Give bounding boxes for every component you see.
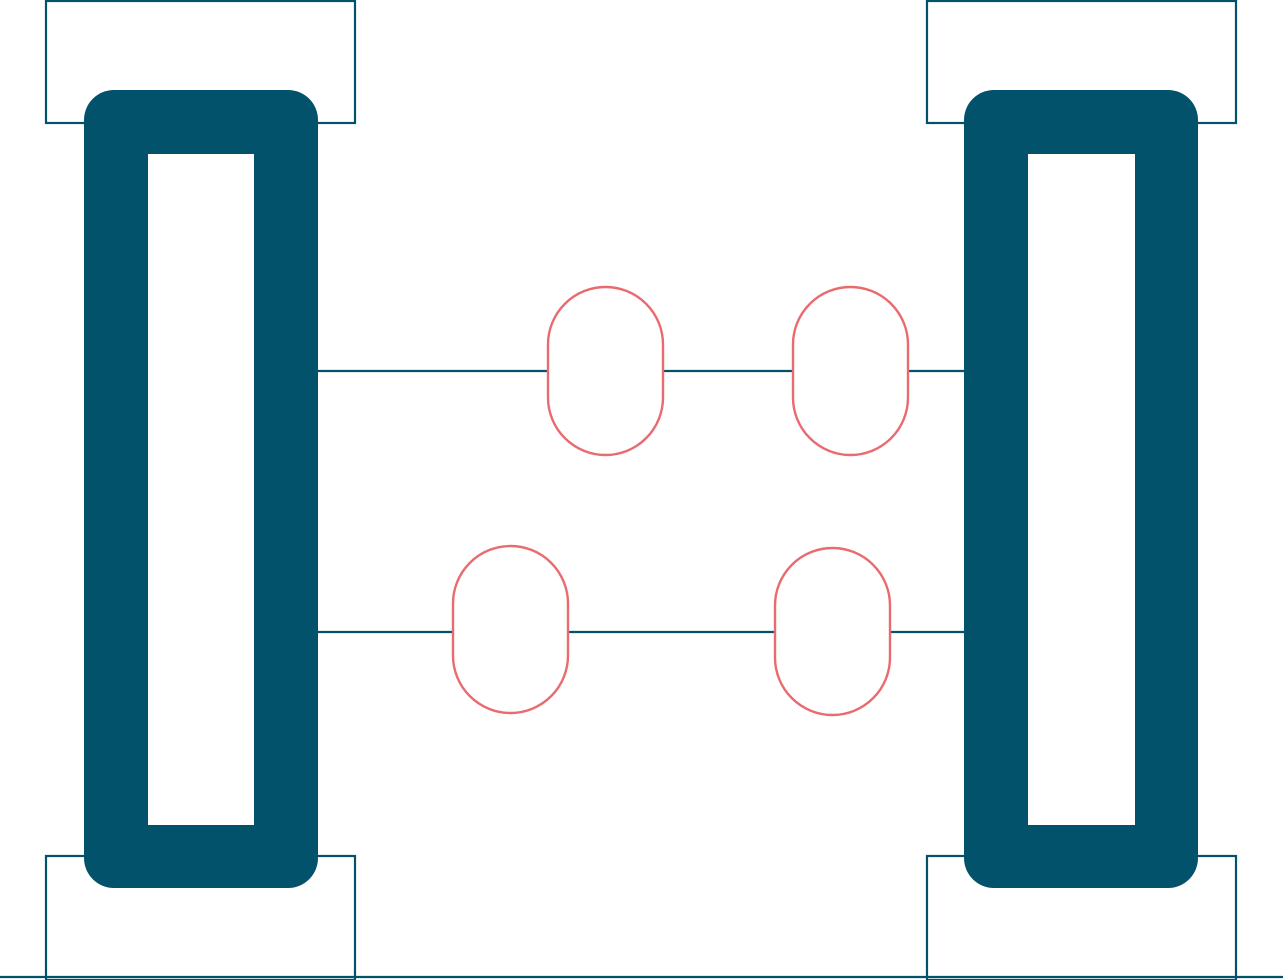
left-pillar-window bbox=[148, 154, 254, 825]
bead-row2-b bbox=[773, 546, 892, 717]
bead-row1-b bbox=[791, 285, 910, 457]
bead-row2-a bbox=[451, 544, 570, 715]
pillars bbox=[84, 90, 1198, 888]
beads bbox=[451, 285, 910, 717]
bead-row1-a bbox=[546, 285, 665, 457]
right-pillar-window bbox=[1028, 154, 1135, 825]
